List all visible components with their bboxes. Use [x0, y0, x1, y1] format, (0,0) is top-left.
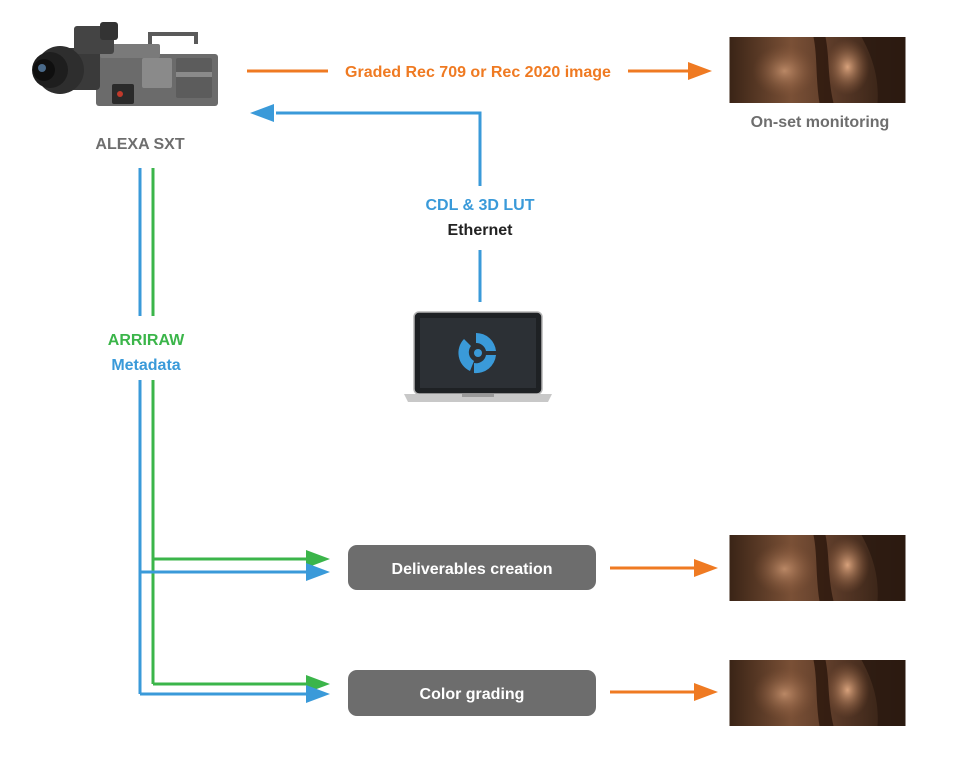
grading-label: Color grading — [420, 686, 525, 703]
laptop-to-camera-label-line1: CDL & 3D LUT — [425, 197, 534, 214]
camera-to-monitor-label: Graded Rec 709 or Rec 2020 image — [345, 64, 611, 81]
laptop-to-camera-label-line2: Ethernet — [448, 222, 514, 239]
arriraw-label: ARRIRAW — [108, 332, 185, 349]
monitor-image-icon — [729, 37, 906, 103]
arriraw-metadata-lines — [138, 168, 155, 694]
deliverables-label: Deliverables creation — [392, 561, 553, 578]
monitor-label: On-set monitoring — [751, 114, 890, 131]
laptop-to-camera-arrow — [250, 104, 482, 302]
grading-output-image — [729, 660, 906, 726]
app-logo-icon — [458, 332, 496, 374]
grading-box — [348, 670, 596, 716]
to-deliverables-arrows — [140, 550, 330, 581]
camera-to-monitor-arrow — [247, 62, 712, 80]
camera-icon — [32, 22, 218, 106]
deliverables-output-image — [729, 535, 906, 601]
camera-label: ALEXA SXT — [95, 136, 184, 153]
grading-output-arrow — [610, 683, 718, 701]
metadata-label: Metadata — [111, 357, 180, 374]
deliverables-output-arrow — [610, 559, 718, 577]
to-grading-arrows — [140, 675, 330, 703]
deliverables-box — [348, 545, 596, 590]
